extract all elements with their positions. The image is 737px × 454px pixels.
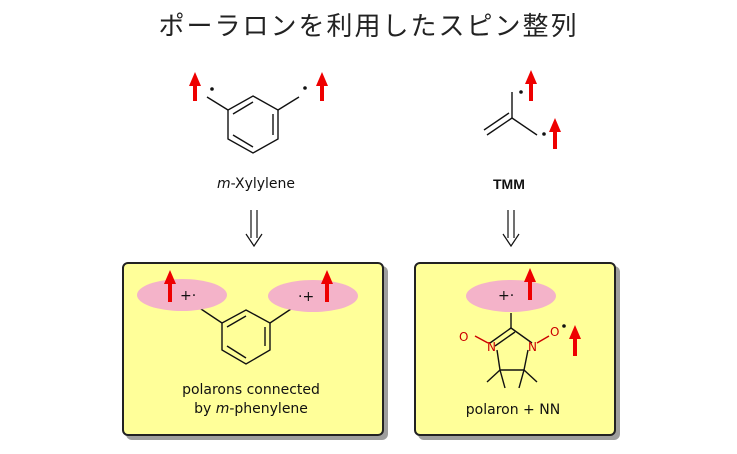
nitronyl-nitroxide-structure: [486, 313, 538, 389]
radical-dot-tmm-top: [519, 90, 523, 94]
radical-dot-left: [210, 87, 214, 91]
polaron-charge-right: ·+: [298, 289, 314, 305]
polaron-ellipse-right: [268, 280, 358, 312]
implies-arrow-icon: [245, 210, 263, 248]
atom-o-right: O: [550, 325, 559, 339]
caption-line-1: polarons connected: [182, 382, 320, 398]
spin-arrow-up-icon: [189, 72, 201, 101]
polaron-ellipse-left: [137, 279, 227, 311]
atom-o-left: O: [459, 330, 468, 344]
caption-polaron-nn: polaron + NN: [465, 402, 561, 418]
caption-phenylene: -phenylene: [229, 401, 308, 417]
tmm-structure: [483, 92, 538, 136]
caption-by: by: [194, 401, 216, 417]
caption-polarons: polarons connected by m-phenylene: [122, 381, 380, 419]
spin-arrow-up-icon: [525, 70, 537, 101]
spin-arrow-up-icon: [549, 118, 561, 149]
tmm-label: TMM: [493, 176, 525, 192]
m-xylylene-structure: [206, 95, 300, 154]
m-xylylene-label: m-Xylylene: [217, 176, 295, 192]
spin-arrow-up-icon: [569, 325, 581, 356]
caption-line-2: by m-phenylene: [122, 400, 380, 419]
polaron-ellipse-nn: [466, 280, 556, 312]
radical-dot-tmm-right: [542, 132, 546, 136]
spin-arrow-up-icon: [164, 270, 176, 302]
implies-arrow-icon: [502, 210, 520, 248]
xylylene-suffix: -Xylylene: [230, 176, 296, 192]
spin-arrow-up-icon: [321, 270, 333, 302]
m-prefix: m: [217, 176, 231, 192]
caption-m: m: [215, 401, 230, 417]
spin-arrow-up-icon: [524, 268, 536, 300]
radical-dot-right: [303, 86, 307, 90]
atom-n-left: N: [487, 340, 496, 354]
polaron-charge-nn: +·: [498, 288, 514, 304]
phenylene-structure: [194, 304, 298, 365]
n-o-bonds: [474, 335, 550, 344]
atom-n-right: N: [528, 340, 537, 354]
polaron-charge-left: +·: [180, 288, 196, 304]
page-title: ポーラロンを利用したスピン整列: [158, 12, 579, 42]
spin-arrow-up-icon: [316, 72, 328, 101]
radical-dot-nitroxide: [562, 324, 566, 328]
